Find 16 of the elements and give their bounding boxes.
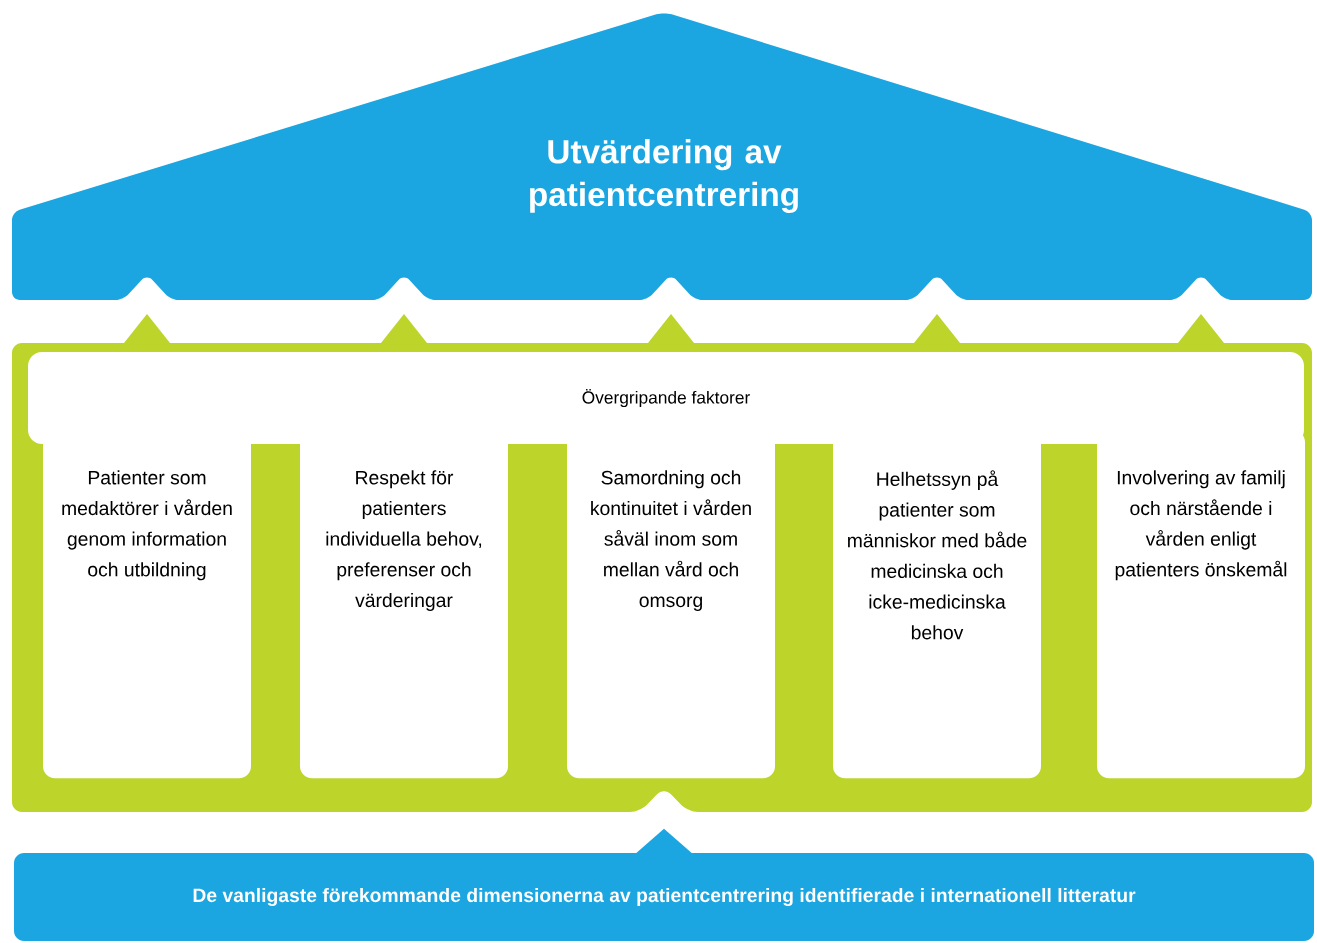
node-label: Respekt för patienters individuella behov, preferenser och värderingar (326, 470, 482, 611)
chevron-arrow (1177, 314, 1225, 345)
node-label: Helhetssyn på patienter som människor med både medicinska och icke-medicinska behov (848, 470, 1027, 640)
chevron-arrow (380, 314, 428, 345)
chevron-arrow (123, 314, 171, 345)
node-label: Samordning och kontinuitet i vården såväl inom som mellan vård och omsorg (591, 470, 751, 611)
node-label: Patienter som medaktörer i vården genom information och utbildning (62, 470, 232, 581)
pillar-box: Respekt för patienters individuella behov, preferenser och värderingar (300, 430, 508, 779)
node-label: Övergripande faktorer (582, 388, 750, 408)
pillar-box: Patienter som medaktörer i vården genom information och utbildning (43, 430, 251, 779)
chevron-arrow (647, 314, 695, 345)
pillar-box: Helhetssyn på patienter som människor med både medicinska och icke-medicinska behov (833, 430, 1041, 779)
node-label: Involvering av familj och närstående i vården enligt patienters önskemål (1115, 470, 1287, 581)
pillar-box: Involvering av familj och närstående i vården enligt patienters önskemål (1097, 430, 1305, 779)
pillar-box: Samordning och kontinuitet i vården såväl inom som mellan vård och omsorg (567, 430, 775, 779)
chevron-arrow (913, 314, 961, 345)
